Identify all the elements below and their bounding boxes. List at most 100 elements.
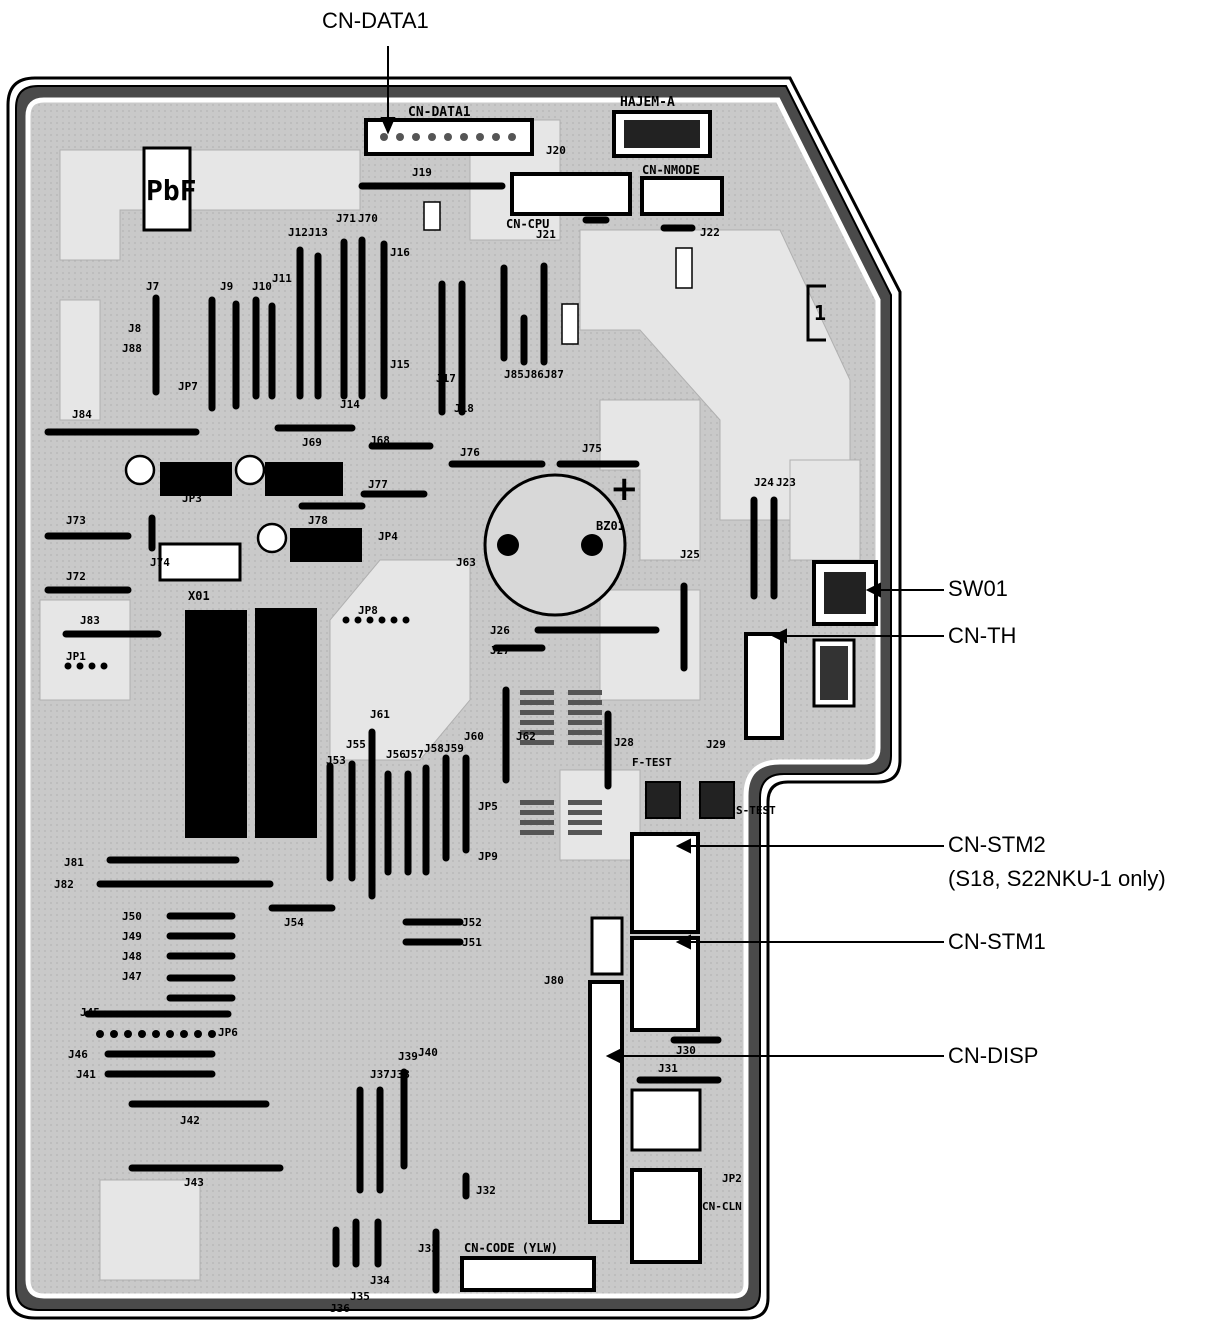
jumper-label-jp9: JP9	[478, 850, 498, 863]
cn-stm2-connector	[630, 832, 700, 934]
gnd-box	[675, 247, 693, 289]
ic-block-left	[185, 610, 247, 838]
jumper-label-j58: J58	[424, 742, 444, 755]
label-hajem-a: HAJEM-A	[620, 95, 675, 110]
callout-cn-stm2: CN-STM2	[948, 832, 1046, 857]
jumper-label-jp7: JP7	[178, 380, 198, 393]
f-test-button	[645, 781, 681, 819]
label-pbf: PbF	[146, 174, 197, 207]
jumper-label-j14: J14	[340, 398, 360, 411]
jumper-label-j84: J84	[72, 408, 92, 421]
jumper-label-j15: J15	[390, 358, 410, 371]
x01-crystal	[158, 542, 242, 582]
jumper-label-j62: J62	[516, 730, 536, 743]
jumper-label-j85: J85	[504, 368, 524, 381]
cn-data1-pins	[380, 133, 516, 141]
jumper-label-j34: J34	[370, 1274, 390, 1287]
jumper-label-j19: J19	[412, 166, 432, 179]
jumper-label-j71: J71	[336, 212, 356, 225]
cn-stm1-connector	[630, 936, 700, 1032]
cn-rcv-connector	[590, 916, 624, 976]
jumper-label-j13: J13	[308, 226, 328, 239]
jumper-label-j61: J61	[370, 708, 390, 721]
callout-cn-th: CN-TH	[948, 623, 1017, 648]
jumper-label-j16: J16	[390, 246, 410, 259]
bracket-mark	[806, 284, 826, 342]
ic-block-top-2	[265, 462, 343, 496]
jumper-label-j31: J31	[658, 1062, 678, 1075]
jumper-label-j9: J9	[220, 280, 233, 293]
label-cn-code: CN-CODE (YLW)	[464, 1241, 558, 1255]
jumper-label-j38: J38	[390, 1068, 410, 1081]
jumper-label-j40: J40	[418, 1046, 438, 1059]
jumper-label-j82: J82	[54, 878, 74, 891]
jumper-label-jp6: JP6	[218, 1026, 238, 1039]
jumper-label-j55: J55	[346, 738, 366, 751]
jumper-label-j72: J72	[66, 570, 86, 583]
callout-cn-disp: CN-DISP	[948, 1043, 1039, 1068]
jumper-label-j83: J83	[80, 614, 100, 627]
cn-disp-connector	[588, 980, 624, 1224]
cn-cpu-connector	[510, 172, 632, 216]
jumper-label-j47: J47	[122, 970, 142, 983]
label-x01: X01	[188, 589, 210, 603]
jumper-label-j32: J32	[476, 1184, 496, 1197]
jumper-label-j48: J48	[122, 950, 142, 963]
jumper-label-jp2: JP2	[722, 1172, 742, 1185]
jumper-label-j53: J53	[326, 754, 346, 767]
jumper-label-j78: J78	[308, 514, 328, 527]
jumper-label-jp1: JP1	[66, 650, 86, 663]
jumper-label-jp4: JP4	[378, 530, 398, 543]
callout-sw01: SW01	[948, 576, 1008, 601]
jumper-label-j59: J59	[444, 742, 464, 755]
jumper-label-j23: J23	[776, 476, 796, 489]
jumper-label-j12: J12	[288, 226, 308, 239]
jumper-label-j77: J77	[368, 478, 388, 491]
cn-code-connector	[460, 1256, 596, 1292]
label-cn-data1: CN-DATA1	[408, 105, 471, 120]
ic05-pins	[520, 690, 602, 835]
cn-cln-connector	[630, 1168, 702, 1264]
label-cn-cln: CN-CLN	[702, 1200, 742, 1213]
callout-leaders	[380, 46, 944, 1064]
electrolytic-caps	[124, 454, 288, 554]
jumper-label-j25: J25	[680, 548, 700, 561]
jumper-label-j45: J45	[80, 1006, 100, 1019]
jumper-label-j10: J10	[252, 280, 272, 293]
cn-fm-body	[820, 646, 848, 700]
ic-block-mid	[290, 528, 362, 562]
cn-th-connector	[744, 632, 784, 740]
jumper-label-jp8: JP8	[358, 604, 378, 617]
callout-cn-data1: CN-DATA1	[322, 8, 429, 33]
label-s-test: S-TEST	[736, 804, 776, 817]
jumper-label-j43: J43	[184, 1176, 204, 1189]
jumper-label-j27: J27	[490, 644, 510, 657]
jumper-label-jp3: JP3	[182, 492, 202, 505]
jumper-label-j73: J73	[66, 514, 86, 527]
callout-cn-stm2-note: (S18, S22NKU-1 only)	[948, 866, 1166, 891]
jumper-label-j22: J22	[700, 226, 720, 239]
jumper-label-j42: J42	[180, 1114, 200, 1127]
cn-nmode-connector	[640, 176, 724, 216]
jumper-label-j11: J11	[272, 272, 292, 285]
label-f-test: F-TEST	[632, 756, 672, 769]
buzzer-bz01	[483, 473, 627, 617]
jumper-label-j24: J24	[754, 476, 774, 489]
jumper-label-j49: J49	[122, 930, 142, 943]
jumper-label-j7: J7	[146, 280, 159, 293]
jumper-label-j21: J21	[536, 228, 556, 241]
jumper-label-j33: J33	[418, 1242, 438, 1255]
trace-regions	[39, 119, 861, 1281]
v12-box	[561, 303, 579, 345]
jumper-label-j52: J52	[462, 916, 482, 929]
label-cn-cpu: CN-CPU	[506, 217, 549, 231]
jumper-label-j60: J60	[464, 730, 484, 743]
jumper-label-j56: J56	[386, 748, 406, 761]
jumper-bars	[44, 182, 778, 1294]
plus-mark: +	[610, 469, 639, 509]
jumper-label-j70: J70	[358, 212, 378, 225]
jumper-label-j74: J74	[150, 556, 170, 569]
jumper-label-j81: J81	[64, 856, 84, 869]
cn-clmsw-connector	[630, 1088, 702, 1152]
